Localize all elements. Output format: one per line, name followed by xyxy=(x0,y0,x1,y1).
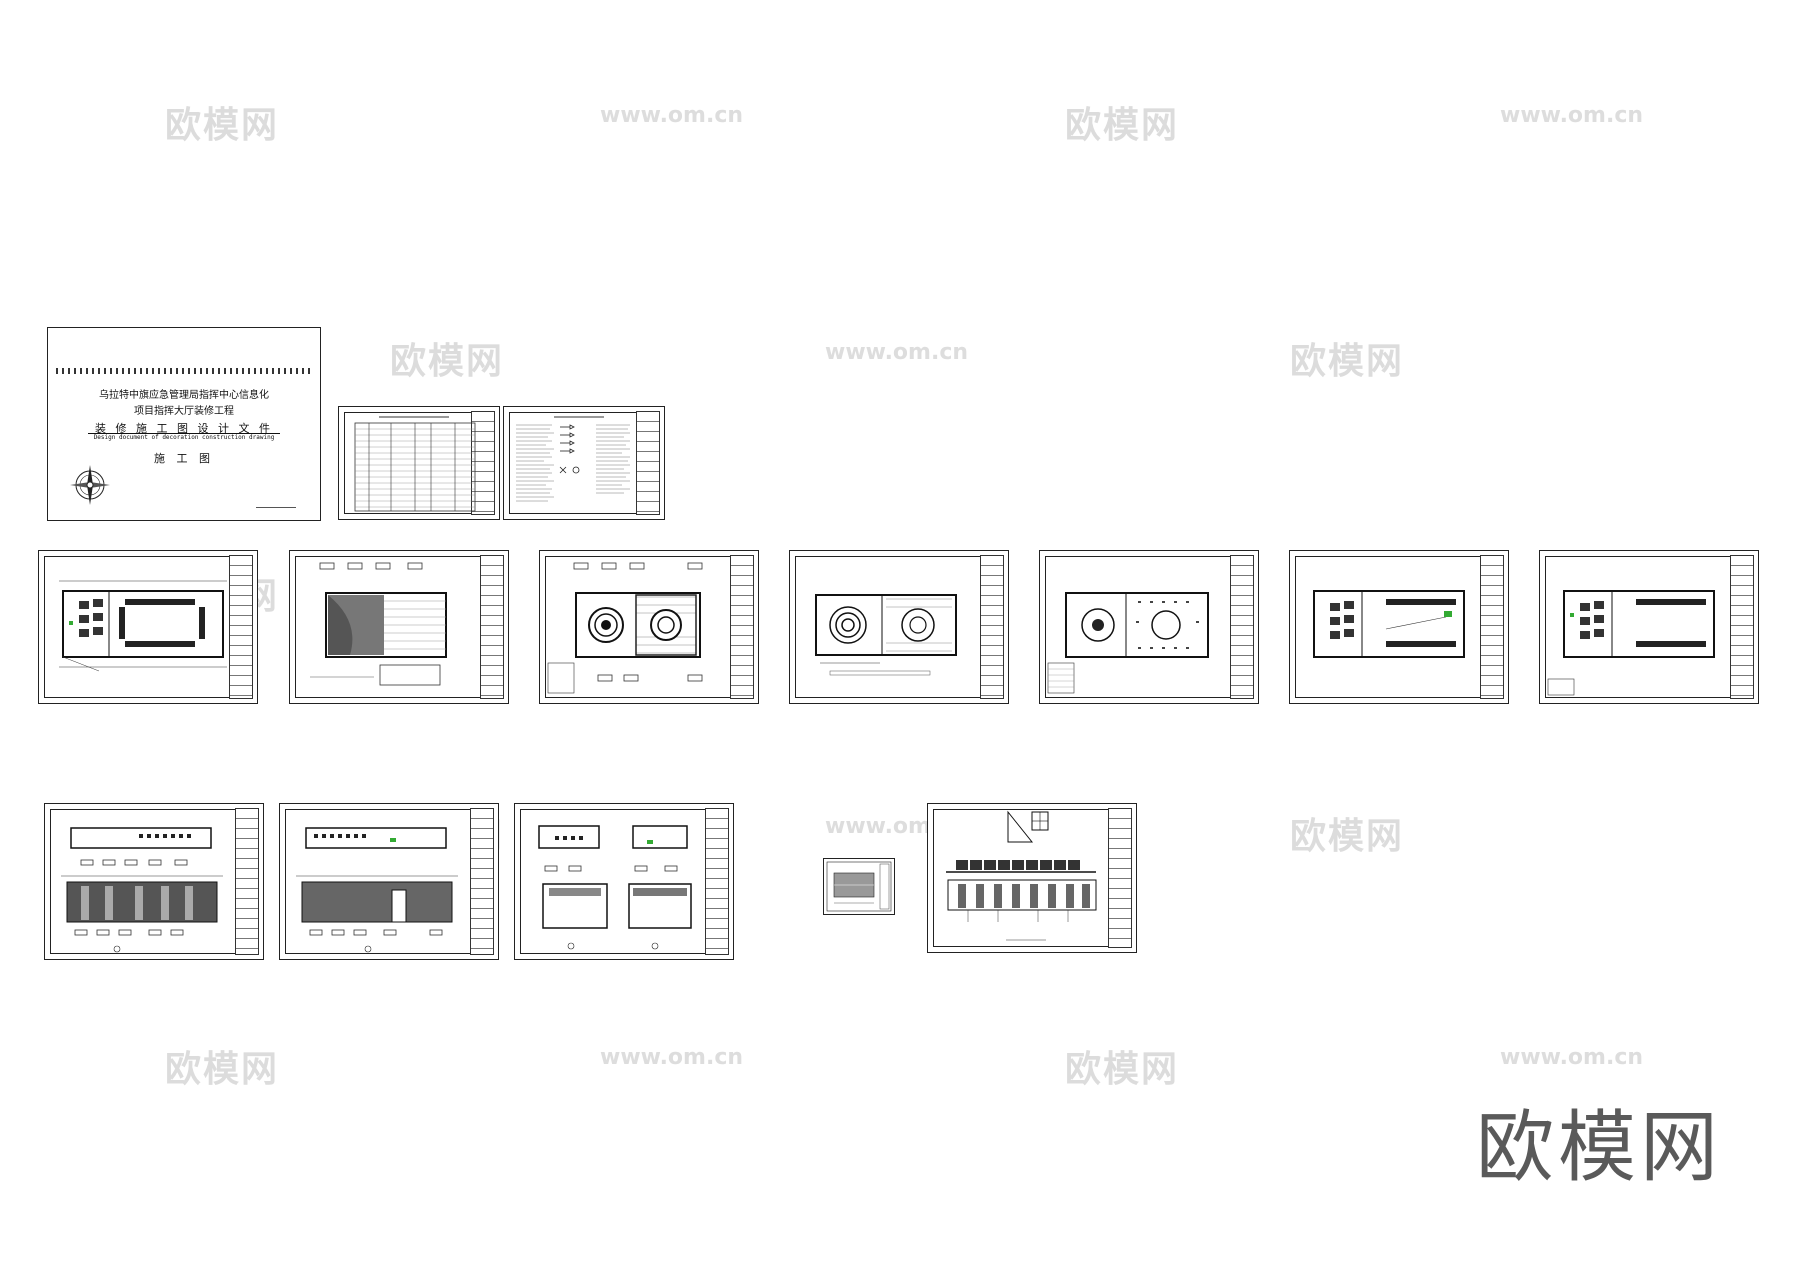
plan-sheet-electrical[interactable] xyxy=(1289,550,1509,704)
watermark-logo: 欧模网 xyxy=(390,341,505,382)
plan-sheet-ceiling[interactable] xyxy=(539,550,759,704)
watermark-logo: 欧模网 xyxy=(1290,816,1405,857)
elevation-c-drawing xyxy=(538,825,692,950)
watermark-url: www.om.cn xyxy=(1500,103,1644,128)
cover-title-rule xyxy=(88,433,280,434)
cover-sheet[interactable]: 乌拉特中旗应急管理局指挥中心信息化 项目指挥大厅装修工程 装 修 施 工 图 设… xyxy=(47,327,321,521)
floor-layout-plan xyxy=(59,580,227,672)
elevation-a-drawing xyxy=(61,827,223,953)
cover-stage: 施 工 图 xyxy=(154,452,214,465)
watermark-logo: 欧模网 xyxy=(1290,341,1405,382)
facade-sign-elevation xyxy=(946,810,1097,941)
cover-border-pattern xyxy=(56,368,312,374)
cover-title-en: Design document of decoration constructi… xyxy=(93,434,275,441)
electrical-plan xyxy=(1313,590,1465,658)
elevation-sheet-c[interactable] xyxy=(514,803,734,960)
watermark-url: www.om.cn xyxy=(600,103,744,128)
cover-title-cn: 装 修 施 工 图 设 计 文 件 xyxy=(95,422,273,435)
lighting-plan xyxy=(1047,592,1209,694)
watermark-url: www.om.cn xyxy=(600,1045,744,1070)
compass-icon xyxy=(70,465,110,505)
watermark-logo: 欧模网 xyxy=(1065,1049,1180,1090)
drawing-index-sheet[interactable] xyxy=(338,406,500,520)
watermark-logo: 欧模网 xyxy=(165,105,280,146)
elevation-sheet-b[interactable] xyxy=(279,803,499,960)
drawing-index-table xyxy=(354,416,476,512)
watermark-url: www.om.cn xyxy=(825,340,969,365)
design-notes-sheet[interactable] xyxy=(503,406,665,520)
ceiling-plan xyxy=(547,562,703,694)
design-notes-text xyxy=(516,416,630,502)
facade-sheet[interactable] xyxy=(927,803,1137,953)
plan-sheet-ceiling-dimension[interactable] xyxy=(789,550,1009,704)
plan-sheet-socket[interactable] xyxy=(1539,550,1759,704)
plan-sheet-lighting[interactable] xyxy=(1039,550,1259,704)
cover-project-line1: 乌拉特中旗应急管理局指挥中心信息化 xyxy=(99,390,269,401)
elevation-sheet-a[interactable] xyxy=(44,803,264,960)
elevation-b-drawing xyxy=(296,827,458,953)
plan-sheet-layout[interactable] xyxy=(38,550,258,704)
watermark-logo: 欧模网 xyxy=(165,1049,280,1090)
watermark-logo: 欧模网 xyxy=(1065,105,1180,146)
plan-sheet-floor-finish[interactable] xyxy=(289,550,509,704)
detail-small-drawing xyxy=(826,861,892,912)
cover-signature-line xyxy=(256,507,296,508)
socket-plan xyxy=(1547,590,1715,696)
watermark-url: www.om.cn xyxy=(1500,1045,1644,1070)
floor-finish-plan xyxy=(310,562,447,686)
detail-sheet-small[interactable] xyxy=(823,858,895,915)
ceiling-dimension-plan xyxy=(815,594,957,676)
cover-project-line2: 项目指挥大厅装修工程 xyxy=(134,406,234,417)
watermark-logo-large: 欧模网 xyxy=(1476,1103,1723,1193)
